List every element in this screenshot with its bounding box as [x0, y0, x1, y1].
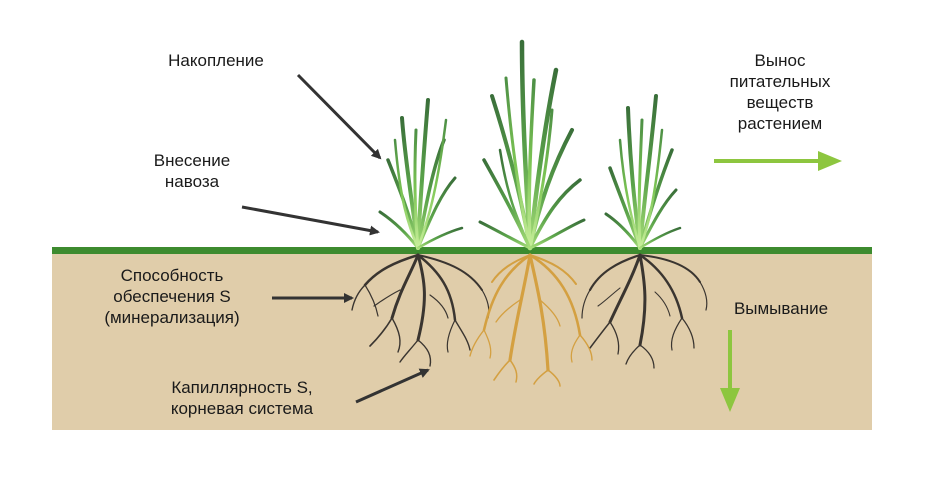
manure-text-line2: навоза — [164, 172, 220, 191]
ground-surface-line — [52, 247, 872, 254]
roots-center — [469, 253, 593, 387]
mineral-text-line3: (минерализация) — [104, 308, 240, 327]
mineral-text-line2: обеспечения S — [113, 287, 231, 306]
uptake-text-line2: питательных — [729, 72, 831, 91]
manure-text-line1: Внесение — [153, 151, 231, 170]
manure-label: Внесение навоза — [112, 150, 272, 192]
uptake-text-line3: веществ — [746, 93, 814, 112]
leaching-text: Вымывание — [733, 299, 829, 318]
accumulation-label: Накопление — [136, 50, 296, 71]
accumulation-arrow — [296, 73, 382, 160]
leaching-arrow — [720, 330, 740, 412]
grass-right — [604, 94, 682, 250]
mineralization-label: Способность обеспечения S (минерализация… — [84, 265, 260, 328]
uptake-arrow — [714, 151, 842, 171]
grass-center — [478, 39, 586, 251]
mineral-text-line1: Способность — [120, 266, 224, 285]
capillary-label: Капиллярность S, корневая система — [130, 377, 354, 419]
manure-arrow — [241, 205, 380, 236]
uptake-label: Вынос питательных веществ растением — [700, 50, 860, 134]
uptake-text-line1: Вынос — [754, 51, 806, 70]
leaching-label: Вымывание — [706, 298, 856, 319]
uptake-text-line4: растением — [737, 114, 823, 133]
accumulation-text: Накопление — [168, 51, 264, 70]
arrows — [241, 73, 430, 404]
roots-right — [581, 253, 708, 369]
capillary-text-line1: Капиллярность S, — [171, 378, 313, 397]
capillary-text-line2: корневая система — [170, 399, 314, 418]
soil-block — [52, 252, 872, 430]
capillary-arrow — [355, 368, 430, 404]
roots-left — [351, 253, 490, 367]
grass-left — [378, 98, 464, 250]
